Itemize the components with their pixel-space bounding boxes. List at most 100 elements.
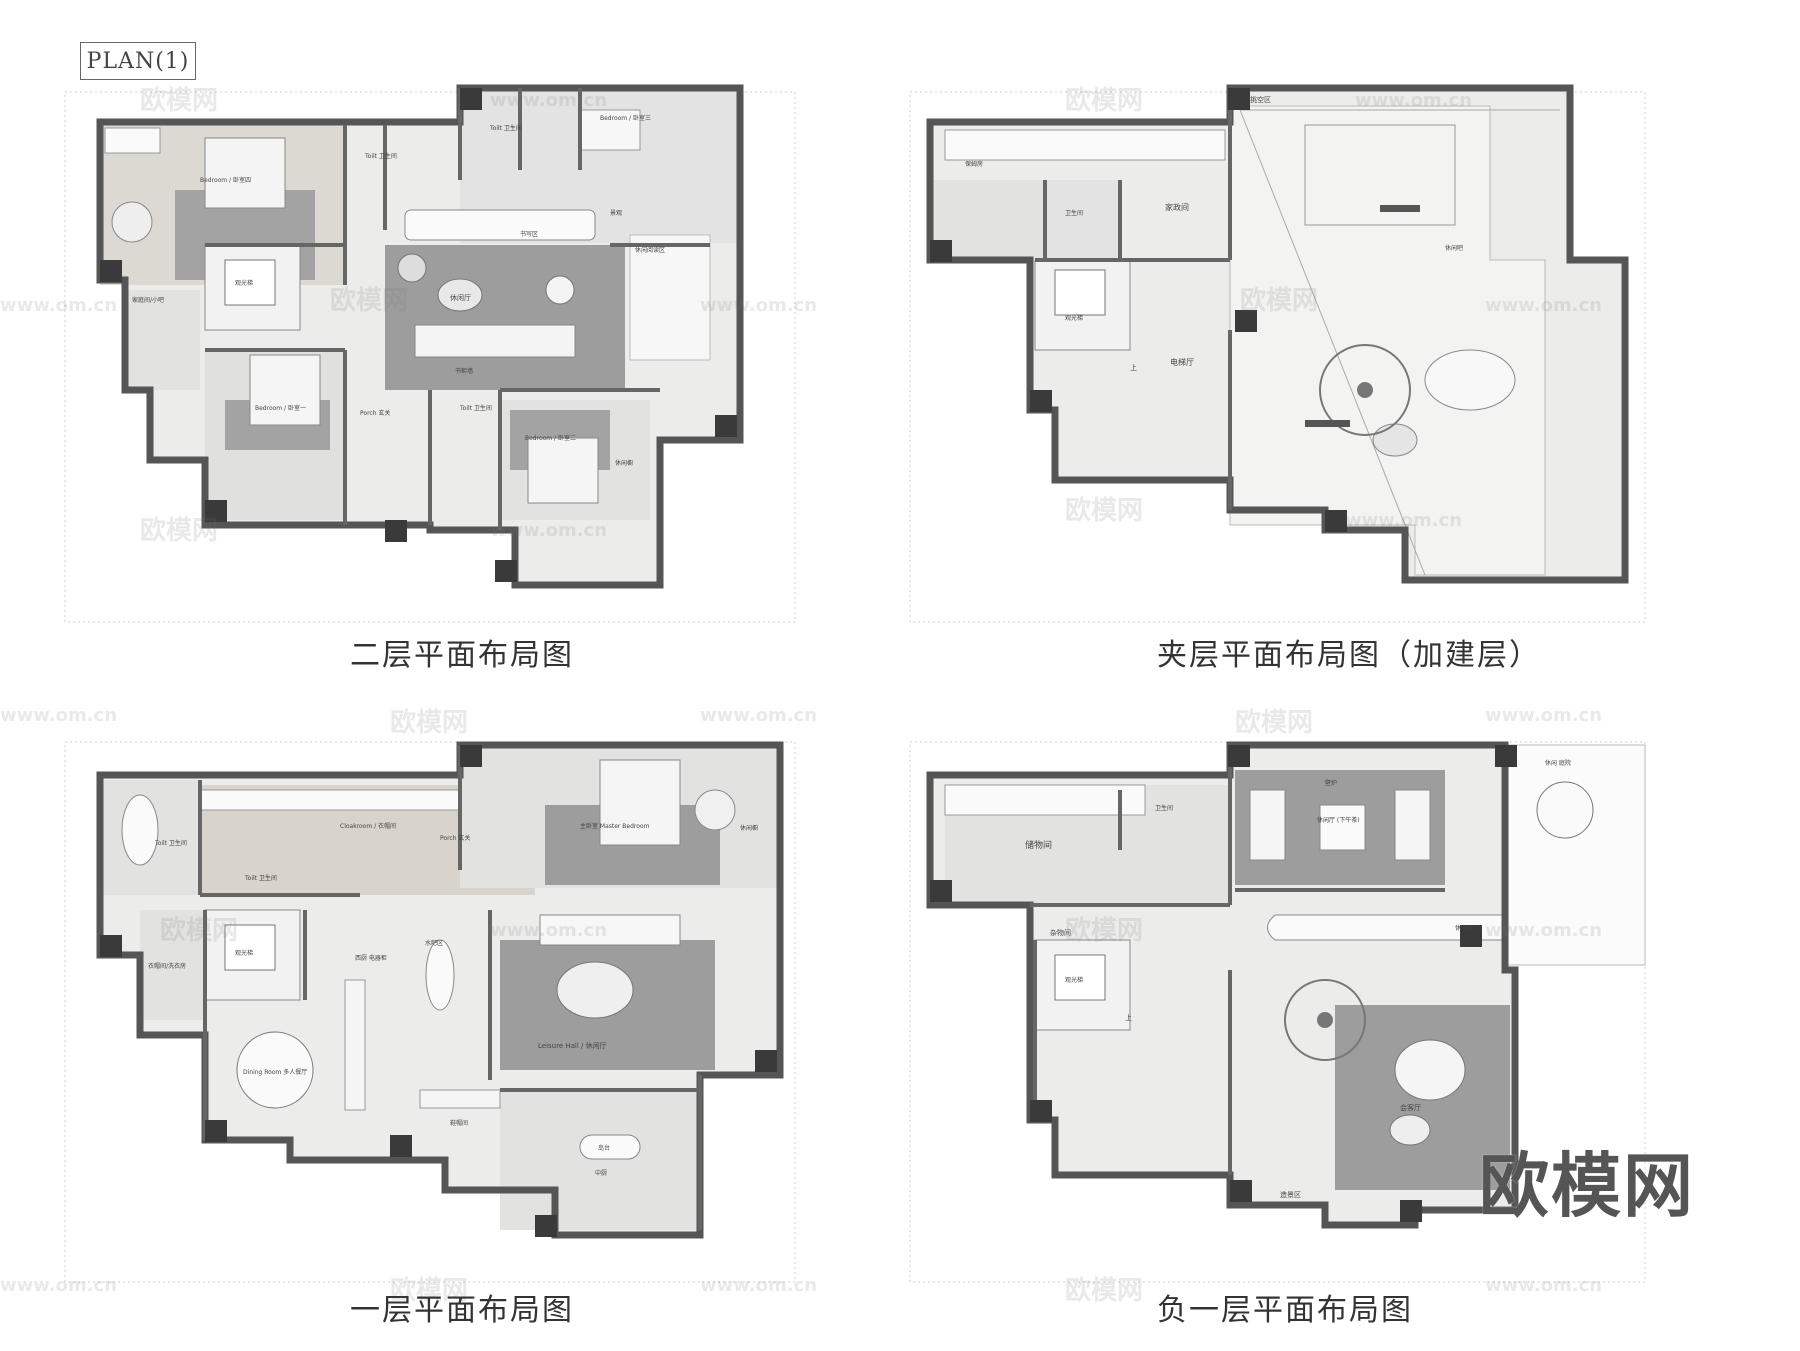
bedroom4-bed <box>204 137 286 209</box>
plan-tag: PLAN(1) <box>80 42 196 80</box>
label-appliance: 西厨 电器柜 <box>355 954 387 962</box>
caption-first-floor: 一层平面布局图 <box>350 1293 574 1328</box>
lounge-table <box>437 278 483 312</box>
label-up: 上 <box>1130 363 1137 372</box>
watermark-url: www.om.cn <box>1485 295 1603 316</box>
label-lounge: 休闲厅 <box>450 293 471 302</box>
watermark-url: www.om.cn <box>1485 1275 1603 1296</box>
caption-mezzanine: 夹层平面布局图（加建层） <box>1157 638 1541 673</box>
watermark-url: www.om.cn <box>700 295 818 316</box>
label-leisure: Leisure Hall / 休闲厅 <box>538 1041 607 1050</box>
label-reception: 会客厅 <box>1400 1103 1421 1112</box>
site-boundary <box>909 741 1646 1283</box>
outer-walls <box>96 741 784 1239</box>
column <box>1495 745 1517 767</box>
label-balcony: 休闲橱 <box>740 824 758 832</box>
label-dining: Dining Room 多人餐厅 <box>243 1068 307 1076</box>
column <box>1235 310 1257 332</box>
caption-second-floor: 二层平面布局图 <box>350 638 574 673</box>
storage-cabinet <box>944 129 1226 161</box>
watermark-brand: 欧模网 <box>390 1276 469 1306</box>
label-toilet-a: Toilt 卫生间 <box>364 152 397 160</box>
second-floor-plan: Bedroom / 卧室四 Toilt 卫生间 Toilt 卫生间 Bedroo… <box>0 70 817 630</box>
watermark-url: www.om.cn <box>1485 920 1603 941</box>
label-landscape: 造景区 <box>1280 1190 1301 1199</box>
column <box>715 415 737 437</box>
mezzanine-plan: 挑空区 保姆房 卫生间 家政间 休闲吧 观光梯 电梯厅 上 欧模网 www.om… <box>905 70 1650 630</box>
label-cloakroom: Cloakroom / 衣帽间 <box>340 822 396 830</box>
watermark-url: www.om.cn <box>0 1275 118 1296</box>
bedroom4-desk <box>104 127 161 154</box>
label-bedroom3: Bedroom / 卧室三 <box>600 114 651 122</box>
label-storage: 保姆房 <box>965 160 983 168</box>
watermark-url: www.om.cn <box>490 920 608 941</box>
watermark-brand: 欧模网 <box>160 916 239 946</box>
label-bedroom2: Bedroom / 卧室二 <box>525 434 576 442</box>
leisure-table <box>556 961 634 1019</box>
family-bar-floor <box>125 290 200 390</box>
lounge-pouf <box>545 275 575 305</box>
watermark-brand: 欧模网 <box>140 86 219 116</box>
column <box>390 1135 412 1157</box>
watermark-url: www.om.cn <box>700 1275 818 1296</box>
stairs-lift <box>224 259 276 306</box>
column <box>205 1120 227 1142</box>
dining-table <box>236 1031 314 1109</box>
laundry-floor <box>140 910 205 1020</box>
spiral-stair <box>1319 344 1411 436</box>
label-study: 书写区 <box>520 230 538 238</box>
site-boundary <box>64 741 796 1283</box>
spiral-stair <box>1284 979 1366 1061</box>
second-floor-drawing: Bedroom / 卧室四 Toilt 卫生间 Toilt 卫生间 Bedroo… <box>64 84 796 623</box>
watermark-brand: 欧模网 <box>1065 1276 1144 1306</box>
label-laundry: 衣帽间/洗衣房 <box>148 962 186 970</box>
label-bar: 休闲吧 <box>1445 244 1463 252</box>
column <box>930 240 952 262</box>
coffee-table <box>1372 423 1418 457</box>
label-kitchen: 中厨 <box>595 1169 607 1177</box>
label-misc: 杂物间 <box>1050 928 1071 937</box>
reception-sofa <box>1394 1039 1466 1101</box>
label-master: 主卧室 Master Bedroom <box>580 822 650 830</box>
label-view: 景观 <box>610 210 622 217</box>
reception-table <box>1389 1114 1431 1146</box>
spiral-core <box>1357 382 1373 398</box>
inner-walls <box>198 745 702 1230</box>
column <box>535 1215 557 1237</box>
watermark-brand: 欧模网 <box>1065 86 1144 116</box>
label-fireplace: 壁炉 <box>1325 779 1337 787</box>
kitchen-island <box>579 1134 641 1160</box>
watermark-url: www.om.cn <box>490 90 608 111</box>
watermark-brand: 欧模网 <box>390 708 469 738</box>
watermark-brand: 欧模网 <box>1065 916 1144 946</box>
lounge-sofa <box>414 324 576 358</box>
label-toilet-b: Toilt 卫生间 <box>244 874 277 882</box>
label-toilet-c: Toilt 卫生间 <box>459 404 492 412</box>
courtyard-table <box>1536 781 1594 839</box>
sofa-right <box>1394 789 1431 861</box>
watermark-brand: 欧模网 <box>330 286 409 316</box>
mezzanine-drawing: 挑空区 保姆房 卫生间 家政间 休闲吧 观光梯 电梯厅 上 <box>909 84 1646 623</box>
watermark-brand: 欧模网 <box>1065 496 1144 526</box>
label-toilet: 卫生间 <box>1065 209 1083 217</box>
column <box>205 500 227 522</box>
sofa-curve <box>1424 349 1516 411</box>
stairs-lift <box>1054 954 1106 1001</box>
column <box>460 745 482 767</box>
master-bed <box>599 759 681 846</box>
bedroom4-chair <box>111 201 153 243</box>
partition <box>1380 205 1420 212</box>
watermark-brand: 欧模网 <box>1240 286 1319 316</box>
label-housekeeping: 家政间 <box>1165 202 1189 212</box>
first-floor-plan: Toilt 卫生间 Cloakroom / 衣帽间 主卧室 Master Bed… <box>0 705 817 1306</box>
stairs-lift <box>224 924 276 971</box>
column <box>755 1050 777 1072</box>
column <box>1230 1180 1252 1202</box>
watermark-brand: 欧模网 <box>140 516 219 546</box>
label-shelf: 书柜墙 <box>455 367 473 375</box>
column <box>1460 925 1482 947</box>
reading-area <box>629 234 711 361</box>
column <box>100 260 122 282</box>
column <box>1400 1200 1422 1222</box>
inner-walls <box>1030 745 1445 1175</box>
